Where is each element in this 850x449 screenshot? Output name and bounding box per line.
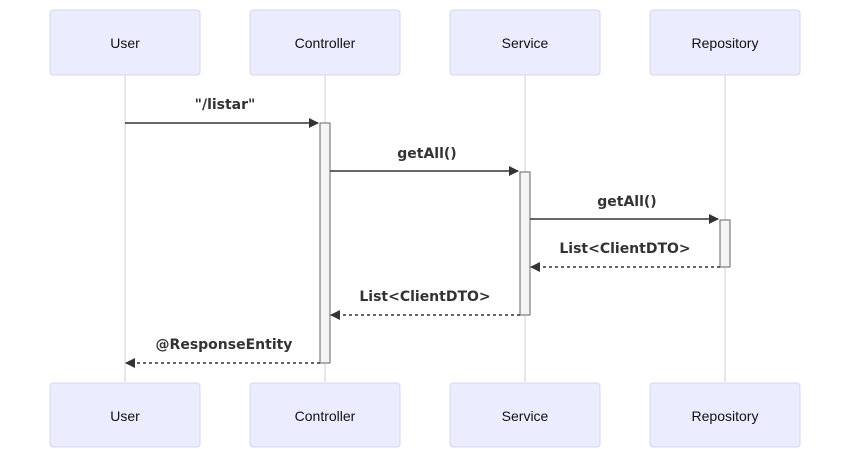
actor-bottom-service: Service <box>449 382 601 448</box>
actor-top-repository: Repository <box>649 9 801 76</box>
actor-bottom-repository: Repository <box>649 382 801 448</box>
actor-label: Service <box>502 408 549 424</box>
message-return-list-service: List<ClientDTO> <box>530 241 720 272</box>
actor-bottom-user: User <box>49 382 201 448</box>
message-label: @ResponseEntity <box>156 337 293 353</box>
message-label: List<ClientDTO> <box>359 289 490 305</box>
actor-label: User <box>110 35 140 51</box>
message-getall-repository: getAll() <box>530 194 719 224</box>
actor-label: Controller <box>295 35 356 51</box>
actor-label: Service <box>502 35 549 51</box>
actor-label: User <box>110 408 140 424</box>
message-label: getAll() <box>597 194 656 210</box>
actor-label: Repository <box>692 35 759 51</box>
actor-top-service: Service <box>449 9 601 76</box>
actor-top-controller: Controller <box>249 9 401 76</box>
message-label: getAll() <box>397 146 456 162</box>
activation-service <box>519 171 531 316</box>
message-response-entity: @ResponseEntity <box>125 337 320 368</box>
message-label: List<ClientDTO> <box>559 241 690 257</box>
message-listar: "/listar" <box>125 97 319 128</box>
actor-top-user: User <box>49 9 201 76</box>
message-getall-service: getAll() <box>330 146 519 176</box>
actor-label: Repository <box>692 408 759 424</box>
actor-bottom-controller: Controller <box>249 382 401 448</box>
activation-repository <box>719 219 731 268</box>
message-return-list-controller: List<ClientDTO> <box>330 289 520 320</box>
actor-label: Controller <box>295 408 356 424</box>
message-label: "/listar" <box>195 97 256 113</box>
activation-controller <box>319 122 331 364</box>
